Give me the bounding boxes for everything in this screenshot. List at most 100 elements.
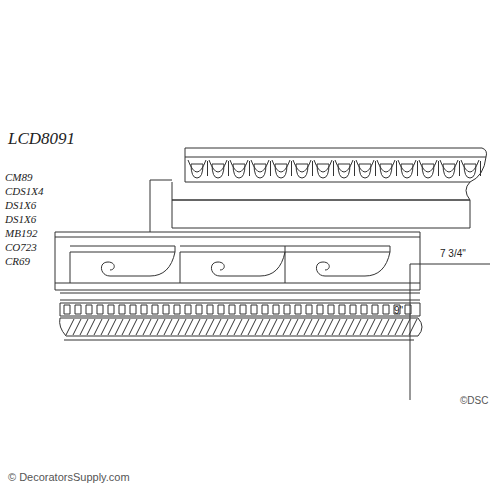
ornament-stroke	[199, 319, 207, 335]
ornament-stroke	[290, 319, 298, 335]
ornament-stroke	[480, 161, 481, 176]
part-number: MB192	[5, 228, 37, 239]
ornament-stroke	[383, 305, 389, 314]
ornament-stroke	[332, 319, 340, 335]
ornament-stroke	[110, 252, 175, 276]
ornament-stroke	[375, 161, 376, 176]
ornament-stroke	[311, 319, 319, 335]
ornament-stroke	[296, 164, 308, 178]
ornament-stroke	[97, 305, 103, 314]
ornament-stroke	[350, 305, 356, 314]
ornament-stroke	[249, 161, 250, 176]
ornament-stroke	[254, 164, 266, 178]
ornament-stroke	[339, 319, 347, 335]
ornament-stroke	[360, 319, 368, 335]
ornament-stroke	[359, 164, 371, 178]
ornament-stroke	[101, 319, 109, 335]
ornament-stroke	[297, 319, 305, 335]
ornament-stroke	[380, 164, 392, 178]
ornament-stroke	[196, 305, 202, 314]
ornament-stroke	[115, 319, 123, 335]
ornament-stroke	[346, 319, 354, 335]
ornament-stroke	[284, 305, 290, 314]
dimension: 9"	[394, 306, 403, 316]
ornament-stroke	[291, 161, 292, 176]
ornament-stroke	[401, 164, 413, 178]
ornament-stroke	[405, 305, 411, 314]
ornament-stroke	[306, 305, 312, 314]
ornament-stroke	[213, 319, 221, 335]
ornament-stroke	[372, 305, 378, 314]
ornament-stroke	[178, 319, 186, 335]
ornament-stroke	[312, 161, 313, 176]
ornament-stroke	[361, 305, 367, 314]
ornament-stroke	[87, 319, 95, 335]
part-number: DS1X6	[5, 214, 36, 225]
ornament-stroke	[220, 319, 228, 335]
ornament-stroke	[211, 262, 224, 276]
ornament-stroke	[438, 161, 439, 176]
ornament-stroke	[276, 319, 284, 335]
ornament-stroke	[212, 164, 224, 178]
ornament-stroke	[229, 305, 235, 314]
ornament-stroke	[152, 305, 158, 314]
ornament-stroke	[325, 252, 390, 276]
ornament-stroke	[70, 246, 175, 252]
ornament-stroke	[75, 305, 81, 314]
ornament-stroke	[207, 161, 208, 176]
ornament-stroke	[80, 319, 88, 335]
ornament-stroke	[180, 246, 285, 252]
part-number: DS1X6	[5, 200, 36, 211]
ornament-stroke	[402, 319, 410, 335]
ornament-stroke	[262, 305, 268, 314]
ornament-stroke	[328, 305, 334, 314]
ornament-stroke	[275, 164, 287, 178]
ornament-stroke	[207, 305, 213, 314]
ornament-stroke	[130, 305, 136, 314]
ornament-stroke	[273, 305, 279, 314]
ornament-stroke	[150, 319, 158, 335]
part-number: CO723	[5, 242, 37, 253]
ornament-stroke	[339, 305, 345, 314]
ornament-stroke	[395, 319, 403, 335]
ornament-stroke	[94, 319, 102, 335]
ornament-stroke	[233, 164, 245, 178]
ornament-stroke	[228, 161, 229, 176]
ornament-stroke	[70, 246, 175, 283]
ornament-stroke	[417, 161, 418, 176]
ornament-stroke	[143, 319, 151, 335]
ornament-stroke	[185, 305, 191, 314]
ornament-stroke	[285, 246, 390, 283]
ornament-stroke	[367, 319, 375, 335]
ornament-stroke	[317, 305, 323, 314]
ornament-stroke	[240, 305, 246, 314]
ornament-stroke	[269, 319, 277, 335]
ornament-stroke	[464, 164, 476, 178]
ornament-stroke	[338, 164, 350, 178]
ornament-stroke	[459, 161, 460, 176]
part-number: CR69	[5, 256, 30, 267]
ornament-stroke	[171, 319, 179, 335]
ornament-stroke	[251, 305, 257, 314]
ornament-stroke	[129, 319, 137, 335]
part-number: CDS1X4	[5, 186, 44, 197]
ornament-stroke	[141, 305, 147, 314]
ornament-stroke	[101, 262, 114, 276]
ornament-stroke	[163, 305, 169, 314]
ornament-stroke	[157, 319, 165, 335]
drawing-title: LCD8091	[8, 130, 75, 147]
ornament-stroke	[396, 161, 397, 176]
ornament-stroke	[108, 305, 114, 314]
ornament-stroke	[206, 319, 214, 335]
ornament-stroke	[122, 319, 130, 335]
ornament-stroke	[227, 319, 235, 335]
site-credit: © DecoratorsSupply.com	[8, 472, 130, 483]
ornament-stroke	[234, 319, 242, 335]
ornament-stroke	[241, 319, 249, 335]
ornament-stroke	[73, 319, 81, 335]
ornament-stroke	[317, 164, 329, 178]
ornament-stroke	[108, 319, 116, 335]
ornament-stroke	[295, 305, 301, 314]
ornament-stroke	[248, 319, 256, 335]
ornament-stroke	[164, 319, 172, 335]
